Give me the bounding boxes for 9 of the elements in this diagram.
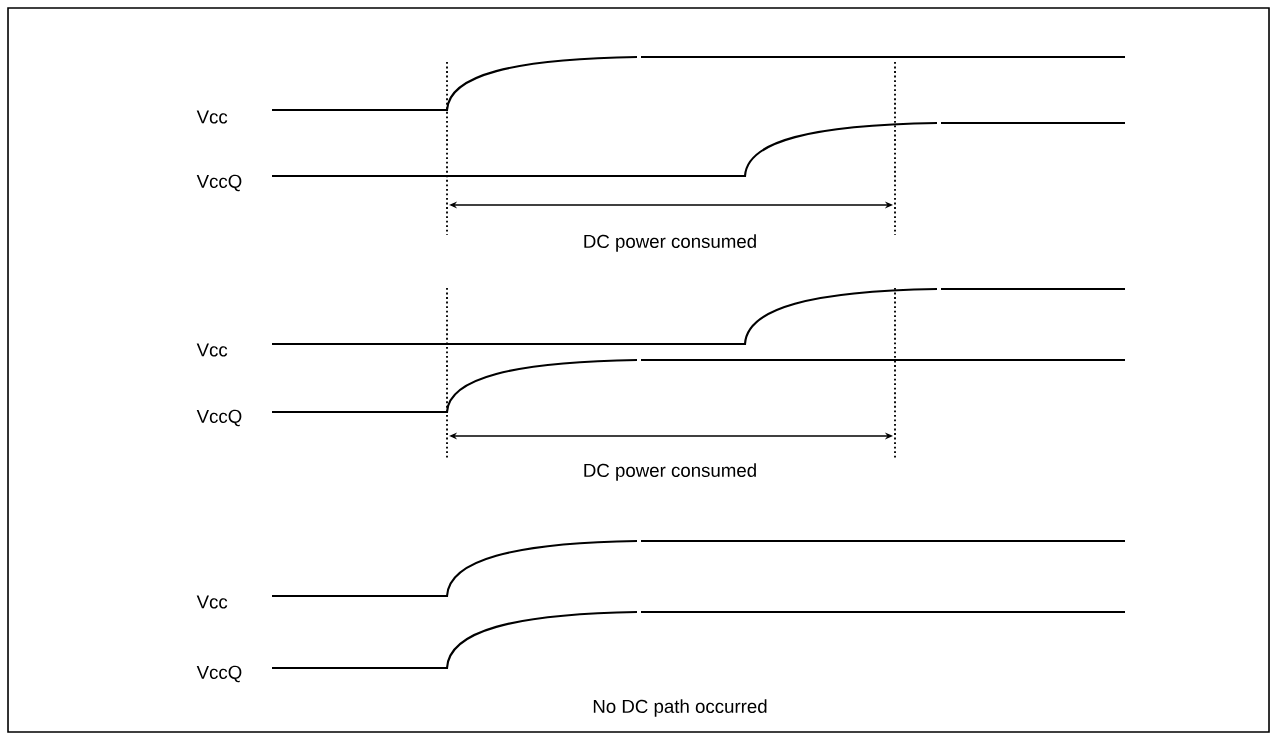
signal-label: Vcc (196, 595, 228, 609)
signal-label: VccQ (196, 174, 242, 192)
caption-text: No DC path occurred (593, 699, 767, 717)
signal-label: Vcc (196, 110, 228, 124)
signal-label: Vcc (196, 343, 228, 357)
signal-label: VccQ (196, 665, 242, 683)
caption-text: DC power consumed (584, 234, 756, 252)
signal-label: VccQ (196, 409, 242, 427)
caption-text: DC power consumed (584, 463, 756, 481)
